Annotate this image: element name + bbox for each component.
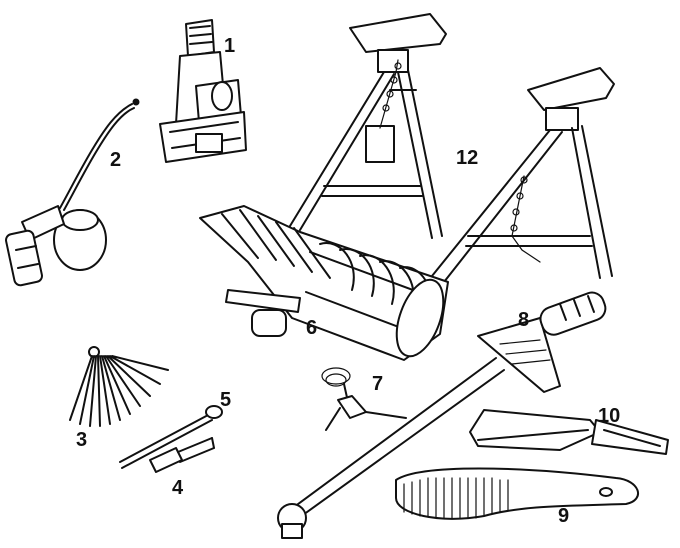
- torque-wrench: [277, 291, 607, 539]
- probe-tool: [119, 405, 223, 469]
- callout-7: 7: [372, 373, 383, 395]
- feeler-gauge: [69, 346, 169, 427]
- axle-stand-left: [289, 13, 447, 239]
- bottle-jack: [159, 19, 247, 163]
- callout-5: 5: [220, 389, 231, 411]
- callout-9: 9: [558, 505, 569, 527]
- spring-compressor: [199, 205, 449, 361]
- callout-8: 8: [518, 309, 529, 331]
- punch-tool: [149, 437, 215, 473]
- test-lamp: [321, 367, 407, 431]
- callout-4: 4: [172, 477, 184, 499]
- wire-brush: [395, 467, 639, 520]
- axle-stand-right: [431, 67, 615, 283]
- callout-3: 3: [76, 429, 87, 451]
- callout-10: 10: [598, 405, 620, 427]
- oil-can: [5, 98, 140, 287]
- callout-12: 12: [456, 147, 478, 169]
- callout-6: 6: [306, 317, 317, 339]
- hacksaw: [469, 409, 669, 455]
- callout-2: 2: [110, 149, 121, 171]
- callout-1: 1: [224, 35, 235, 57]
